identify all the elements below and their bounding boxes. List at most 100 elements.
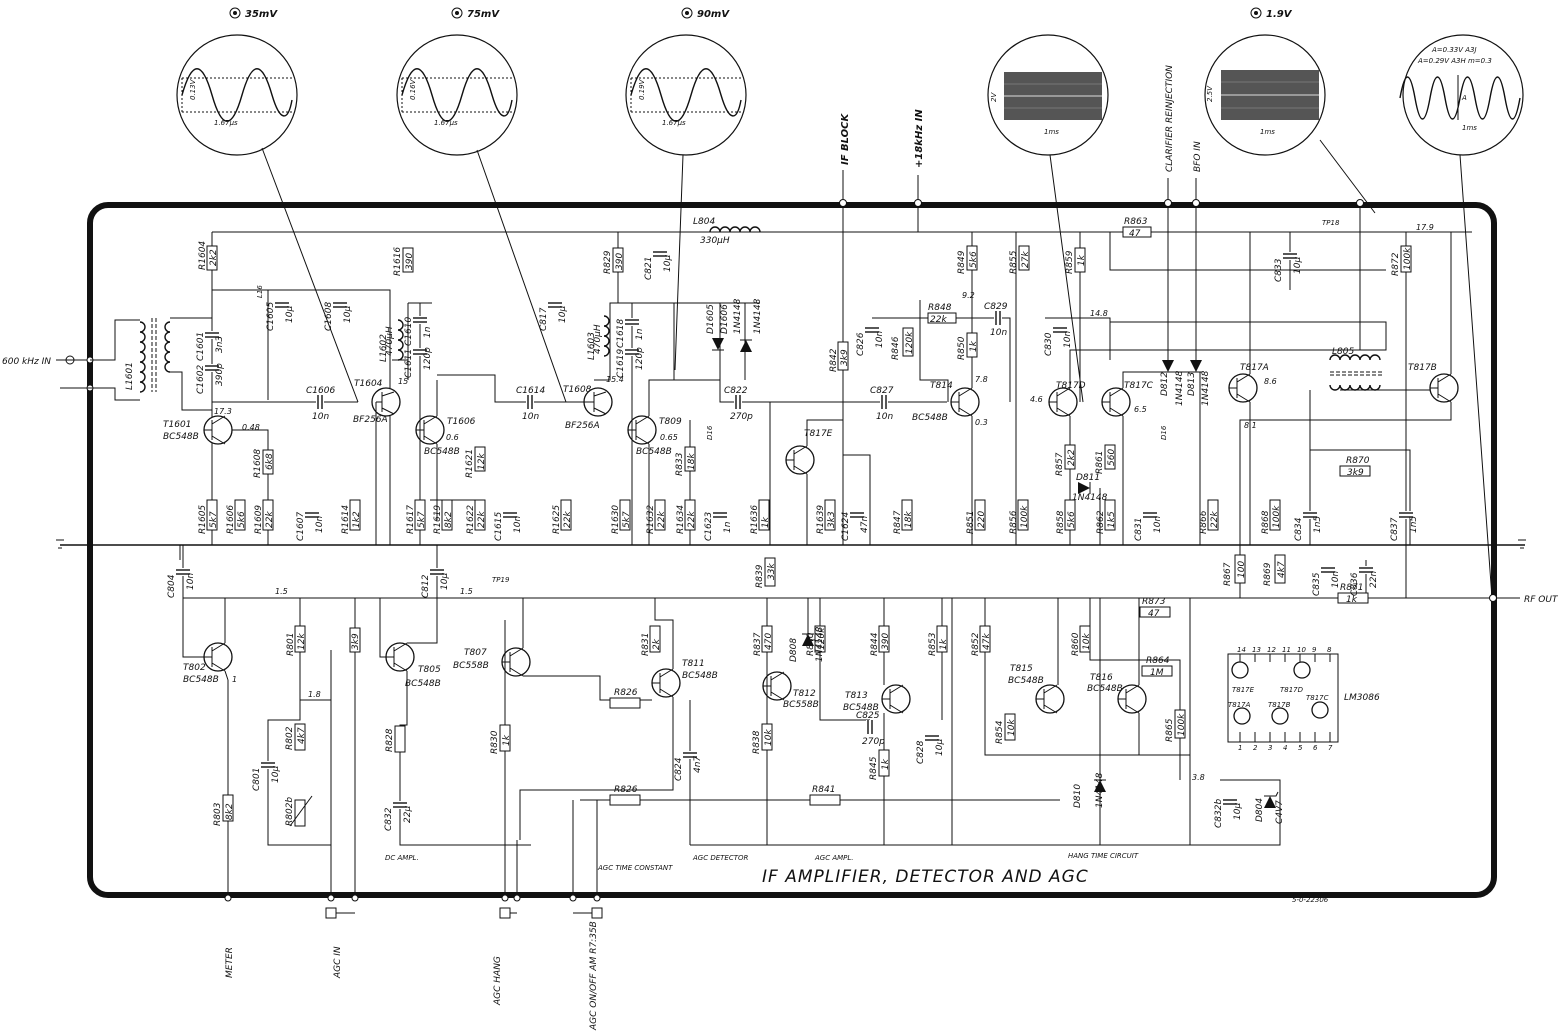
inductor-l1603: L1603 470µH [587, 315, 610, 360]
agc-res-ref-6: R852 [971, 632, 981, 656]
d804-ref: D804 [1255, 798, 1265, 822]
section-dc-ampl: DC AMPL. [385, 854, 419, 862]
cap-val-7: 10n [522, 412, 539, 422]
khz-in-label: +18kHz IN [914, 109, 925, 168]
agc-res-val-5: 1k [939, 638, 949, 650]
cap-val-21: 47n [860, 516, 870, 533]
cap-ref-30: C832 [384, 807, 394, 831]
t816-type: BC548B [1087, 684, 1123, 694]
l1603-val: 470µH [593, 324, 603, 354]
cap-ref-29: C801 [252, 768, 262, 791]
section-hang: HANG TIME CIRCUIT [1068, 852, 1139, 860]
r848-ref: R848 [928, 303, 952, 313]
r864-val: 1M [1150, 668, 1164, 678]
v-t1601-c: 17.3 [214, 407, 232, 416]
scope-period-2: 1.67µs [434, 119, 458, 127]
cap-val-25: 10n [1331, 571, 1341, 588]
scope-2: 75mV 0.16V 1.67µs [396, 7, 518, 156]
l804-val: 330µH [700, 236, 730, 246]
d1605-ref: D1605 [706, 304, 716, 334]
ic-pin-top-10: 10 [1297, 646, 1306, 654]
t817a-ref: T817A [1240, 363, 1269, 373]
ic-pin-top-11: 11 [1282, 646, 1291, 654]
low-res-val-19: 100k [1272, 505, 1282, 528]
tie-l16: L16 [256, 285, 264, 298]
agc-res-val-0: 12k [297, 633, 307, 650]
d813-val: 1N4148 [1201, 370, 1211, 406]
low-res-val-14: 220 [977, 511, 987, 528]
r871-val: 1k [1346, 595, 1358, 605]
scope-period-4: 1ms [1044, 128, 1059, 136]
r802-ref: R802 [285, 726, 295, 750]
t811-ref: T811 [682, 659, 705, 669]
low-res-ref-19: R868 [1261, 510, 1271, 534]
rf-out-label: RF OUT [1524, 595, 1559, 605]
v-t802-e: 1 [232, 675, 237, 684]
r854-ref: R854 [995, 720, 1005, 744]
v-t814-c: 7.8 [975, 375, 988, 384]
t814-type: BC548B [912, 413, 948, 423]
r863-ref: R863 [1124, 217, 1148, 227]
resistor-r1625 [560, 499, 572, 531]
cap-val-13: 10n [875, 331, 885, 348]
t815-ref: T815 [1010, 664, 1033, 674]
ic-pin-bottom-4: 4 [1283, 744, 1287, 752]
resistor-r831 [649, 625, 661, 653]
cap-val-20: 1n [723, 521, 733, 533]
resistor-r1630 [619, 499, 631, 531]
v-node-18: 1.8 [308, 690, 321, 699]
ic-pin-top-13: 13 [1252, 646, 1261, 654]
cap-ref-19: C1615 [494, 512, 504, 541]
connector-rf-out: RF OUT [1489, 594, 1559, 605]
ic-pin-top-12: 12 [1267, 646, 1276, 654]
cap-val-28: 10µ [440, 573, 450, 590]
t812-ref: T812 [793, 689, 816, 699]
d1605-val: 1N4148 [733, 298, 743, 334]
agc-res-val-6: 47k [982, 633, 992, 650]
t1608-type: BF256A [565, 421, 600, 431]
low-res-ref-4: R1617 [406, 505, 416, 534]
agc-onoff-label: AGC ON/OFF AM R7:35B [589, 921, 599, 1031]
low-res-ref-2: R1609 [254, 505, 264, 534]
low-res-ref-3: R1614 [341, 505, 351, 534]
t807-type: BC558B [453, 661, 489, 671]
inductor-l1602: L1602 470µH [379, 319, 404, 362]
ic-unit-1: T817E [1232, 686, 1255, 694]
v-node-179: 17.9 [1416, 223, 1434, 232]
connector-if-block: IF BLOCK [839, 112, 851, 545]
r871-ref: R871 [1340, 583, 1363, 593]
agc-res-ref-5: R853 [928, 632, 938, 656]
low-res-ref-5: R1619 [433, 505, 443, 534]
t817e-ref: T817E [804, 429, 833, 439]
resistor-r844 [878, 625, 890, 653]
r1604-ref: R1604 [198, 241, 208, 270]
cap-ref-23: C834 [1294, 517, 1304, 541]
board-outline [87, 202, 1497, 898]
low-res-ref-8: R1630 [611, 505, 621, 534]
t1606-type: BC548B [424, 447, 460, 457]
r842-ref: R842 [829, 348, 839, 372]
low-res-ref-15: R856 [1009, 510, 1019, 534]
resistor-r840 [814, 625, 826, 653]
low-res-ref-12: R1639 [816, 505, 826, 534]
cap-val-34: 10µ [1233, 803, 1243, 820]
low-res-ref-1: R1606 [226, 505, 236, 534]
r865-ref: R865 [1165, 718, 1175, 742]
low-res-val-16: 5k6 [1067, 511, 1077, 528]
cap-ref-25: C835 [1312, 572, 1322, 596]
r863-val: 47 [1129, 229, 1141, 239]
transistor-t811: T811 BC548B [651, 659, 718, 698]
v-node-148: 14.8 [1090, 309, 1108, 318]
resistor-r801 [294, 625, 306, 653]
cap-ref-10: C1618 [616, 319, 626, 348]
scope-6: A=0.33V A3J A=0.29V A3H m=0.3 A 1ms [1399, 34, 1524, 156]
r833-val: 18k [687, 453, 697, 470]
cap-ref-15: C829 [984, 302, 1008, 312]
cap-ref-4: C1606 [306, 386, 335, 396]
r828-ref: R828 [385, 728, 395, 752]
